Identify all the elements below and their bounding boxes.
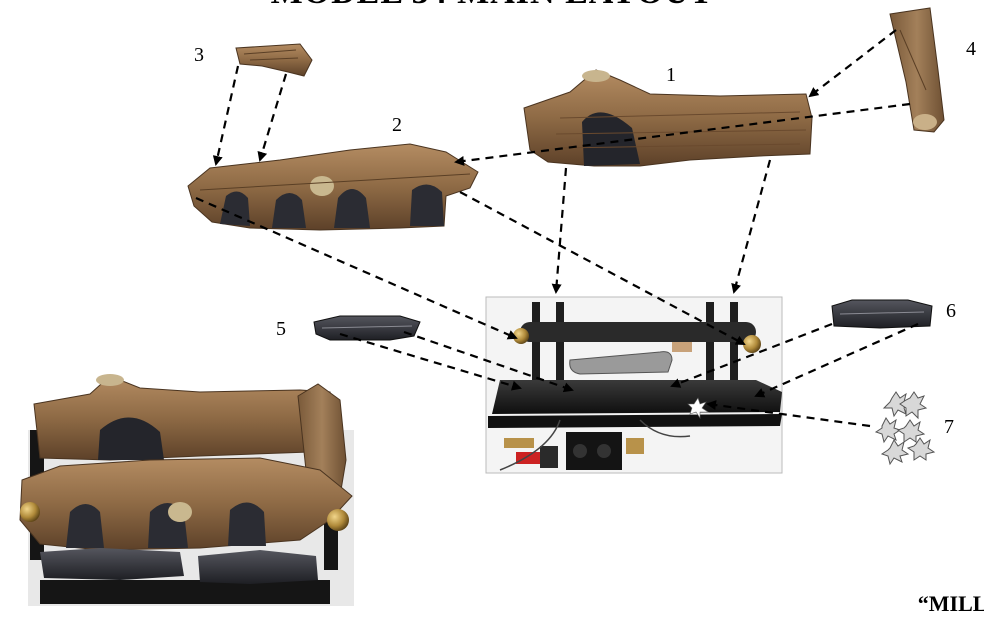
label-3: 3: [194, 44, 204, 67]
label-5: 5: [276, 318, 286, 341]
arrow-3-to-2-left: [216, 66, 238, 164]
arrow-1-to-burner-right: [734, 160, 770, 292]
label-7: 7: [944, 416, 954, 439]
burner-assembly: [486, 297, 782, 473]
arrow-1-to-burner-left: [556, 168, 566, 292]
corner-caption: “MILLI: [918, 591, 984, 617]
assembled-log-set: [20, 374, 354, 606]
log-3-part: [236, 44, 312, 76]
arrow-3-to-2-right: [260, 74, 286, 160]
label-6: 6: [946, 300, 956, 323]
arrow-4-to-1: [810, 30, 896, 96]
log-4-part: [890, 8, 944, 132]
part-7-embers: [876, 392, 934, 464]
label-1: 1: [666, 64, 676, 87]
label-4: 4: [966, 38, 976, 61]
log-5-part: [314, 316, 420, 340]
log-2-part: [188, 144, 478, 230]
label-2: 2: [392, 114, 402, 137]
